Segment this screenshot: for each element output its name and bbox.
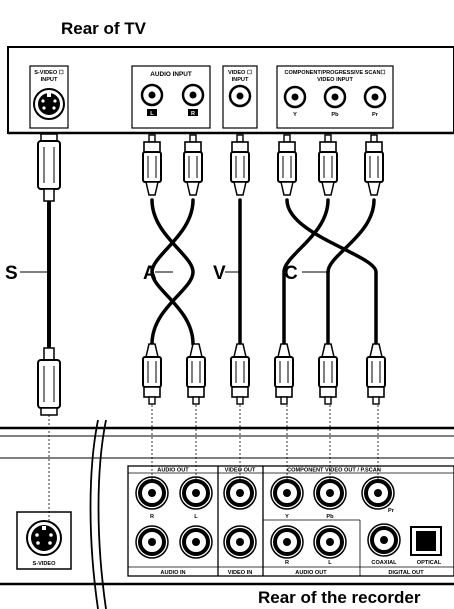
recorder-component-out-label: COMPONENT VIDEO OUT / P.SCAN: [287, 468, 381, 474]
tv-comp-pb-label: Pb: [331, 112, 339, 118]
recorder-l2-label: L: [328, 560, 332, 566]
cable-letter-v: V: [213, 263, 226, 284]
recorder-lower-jack-6: [367, 523, 401, 557]
recorder-out-jack-3: [223, 476, 257, 510]
tv-comp-pr-label: Pr: [372, 112, 379, 118]
cable-letter-a: A: [143, 263, 157, 284]
rca-plugs-bottom: [142, 343, 386, 405]
recorder-svideo-label: S-VIDEO: [32, 561, 56, 567]
rca-plug-bottom-6: [366, 343, 386, 405]
rca-plugs-top: [142, 134, 384, 196]
tv-video-input-label-1: VIDEO ☐: [228, 69, 252, 76]
tv-audio-input-label: AUDIO INPUT: [150, 71, 192, 78]
tv-svideo-input-label-2: INPUT: [41, 77, 58, 83]
cable-labels: S A V C: [5, 263, 330, 284]
component-cable-1: [285, 198, 378, 346]
tv-audio-r-jack: [181, 83, 205, 107]
recorder-audio-in-label: AUDIO IN: [160, 570, 185, 576]
tv-rear-panel: S-VIDEO ☐ INPUT AUDIO INPUT L R VIDEO ☐ …: [7, 46, 454, 135]
rca-plug-top-6: [364, 134, 384, 196]
tv-audio-l-label: L: [150, 111, 154, 117]
recorder-out-jack-4: [270, 476, 304, 510]
recorder-coaxial-label: COAXIAL: [371, 560, 397, 566]
tv-rear-title: Rear of TV: [61, 19, 147, 38]
tv-component-pr-jack: [363, 85, 387, 109]
tv-video-input-label-2: INPUT: [232, 77, 249, 83]
rca-plug-bottom-2: [186, 343, 206, 405]
recorder-optical-label: OPTICAL: [417, 560, 442, 566]
component-cable-3: [326, 198, 376, 346]
recorder-lower-jack-2: [179, 525, 213, 559]
recorder-r-label: R: [150, 514, 154, 520]
rca-plug-bottom-3: [230, 343, 250, 405]
insert-guides: [48, 405, 379, 523]
cable-letter-c: C: [284, 263, 298, 284]
rca-plug-top-1: [142, 134, 162, 196]
audio-cable-a-2: [150, 198, 195, 346]
cable-letter-s: S: [5, 263, 18, 284]
recorder-out-jack-5: [313, 476, 347, 510]
rca-plug-top-3: [230, 134, 250, 196]
recorder-r2-label: R: [285, 560, 289, 566]
recorder-out-jack-6: [361, 476, 395, 510]
tv-component-label-2: VIDEO INPUT: [317, 77, 353, 83]
recorder-out-jack-1: [135, 476, 169, 510]
recorder-video-in-label: VIDEO IN: [228, 570, 253, 576]
recorder-l-label: L: [194, 514, 198, 520]
recorder-digital-out-label: DIGITAL OUT: [388, 570, 424, 576]
rca-plug-bottom-5: [318, 343, 338, 405]
recorder-y-label: Y: [285, 514, 289, 520]
recorder-pb-label: Pb: [326, 514, 334, 520]
recorder-rear-panel: S-VIDEO AUDIO OUT VIDEO OUT COMPONENT VI…: [0, 419, 454, 609]
recorder-lower-jack-5: [313, 525, 347, 559]
rca-plug-top-4: [277, 134, 297, 196]
tv-video-jack: [228, 84, 252, 108]
tv-component-y-jack: [283, 85, 307, 109]
tv-component-pb-jack: [323, 85, 347, 109]
recorder-lower-jack-3: [223, 525, 257, 559]
component-cable-2: [282, 198, 330, 346]
tv-comp-y-label: Y: [293, 112, 297, 118]
audio-cable-a-1: [150, 198, 195, 346]
recorder-lower-jack-1: [135, 525, 169, 559]
recorder-rear-title: Rear of the recorder: [258, 588, 421, 607]
tv-svideo-input-label-1: S-VIDEO ☐: [34, 69, 64, 76]
rca-plug-top-2: [183, 134, 203, 196]
tv-audio-l-jack: [140, 83, 164, 107]
recorder-audio-out-bottom-label: AUDIO OUT: [295, 570, 327, 576]
tv-component-label-1: COMPONENT/PROGRESSIVE SCAN☐: [284, 69, 385, 76]
rca-plug-top-5: [318, 134, 338, 196]
recorder-lower-jack-4: [270, 525, 304, 559]
recorder-pr-label: Pr: [388, 508, 395, 514]
plugs-top: [37, 133, 61, 202]
rca-plug-bottom-4: [274, 343, 294, 405]
svideo-plug-top: [37, 133, 61, 202]
recorder-audio-out-label: AUDIO OUT: [157, 468, 189, 474]
tv-audio-r-label: R: [191, 111, 195, 117]
svideo-plug-bottom: [37, 347, 61, 416]
recorder-out-jack-2: [179, 476, 213, 510]
rca-plug-bottom-1: [142, 343, 162, 405]
